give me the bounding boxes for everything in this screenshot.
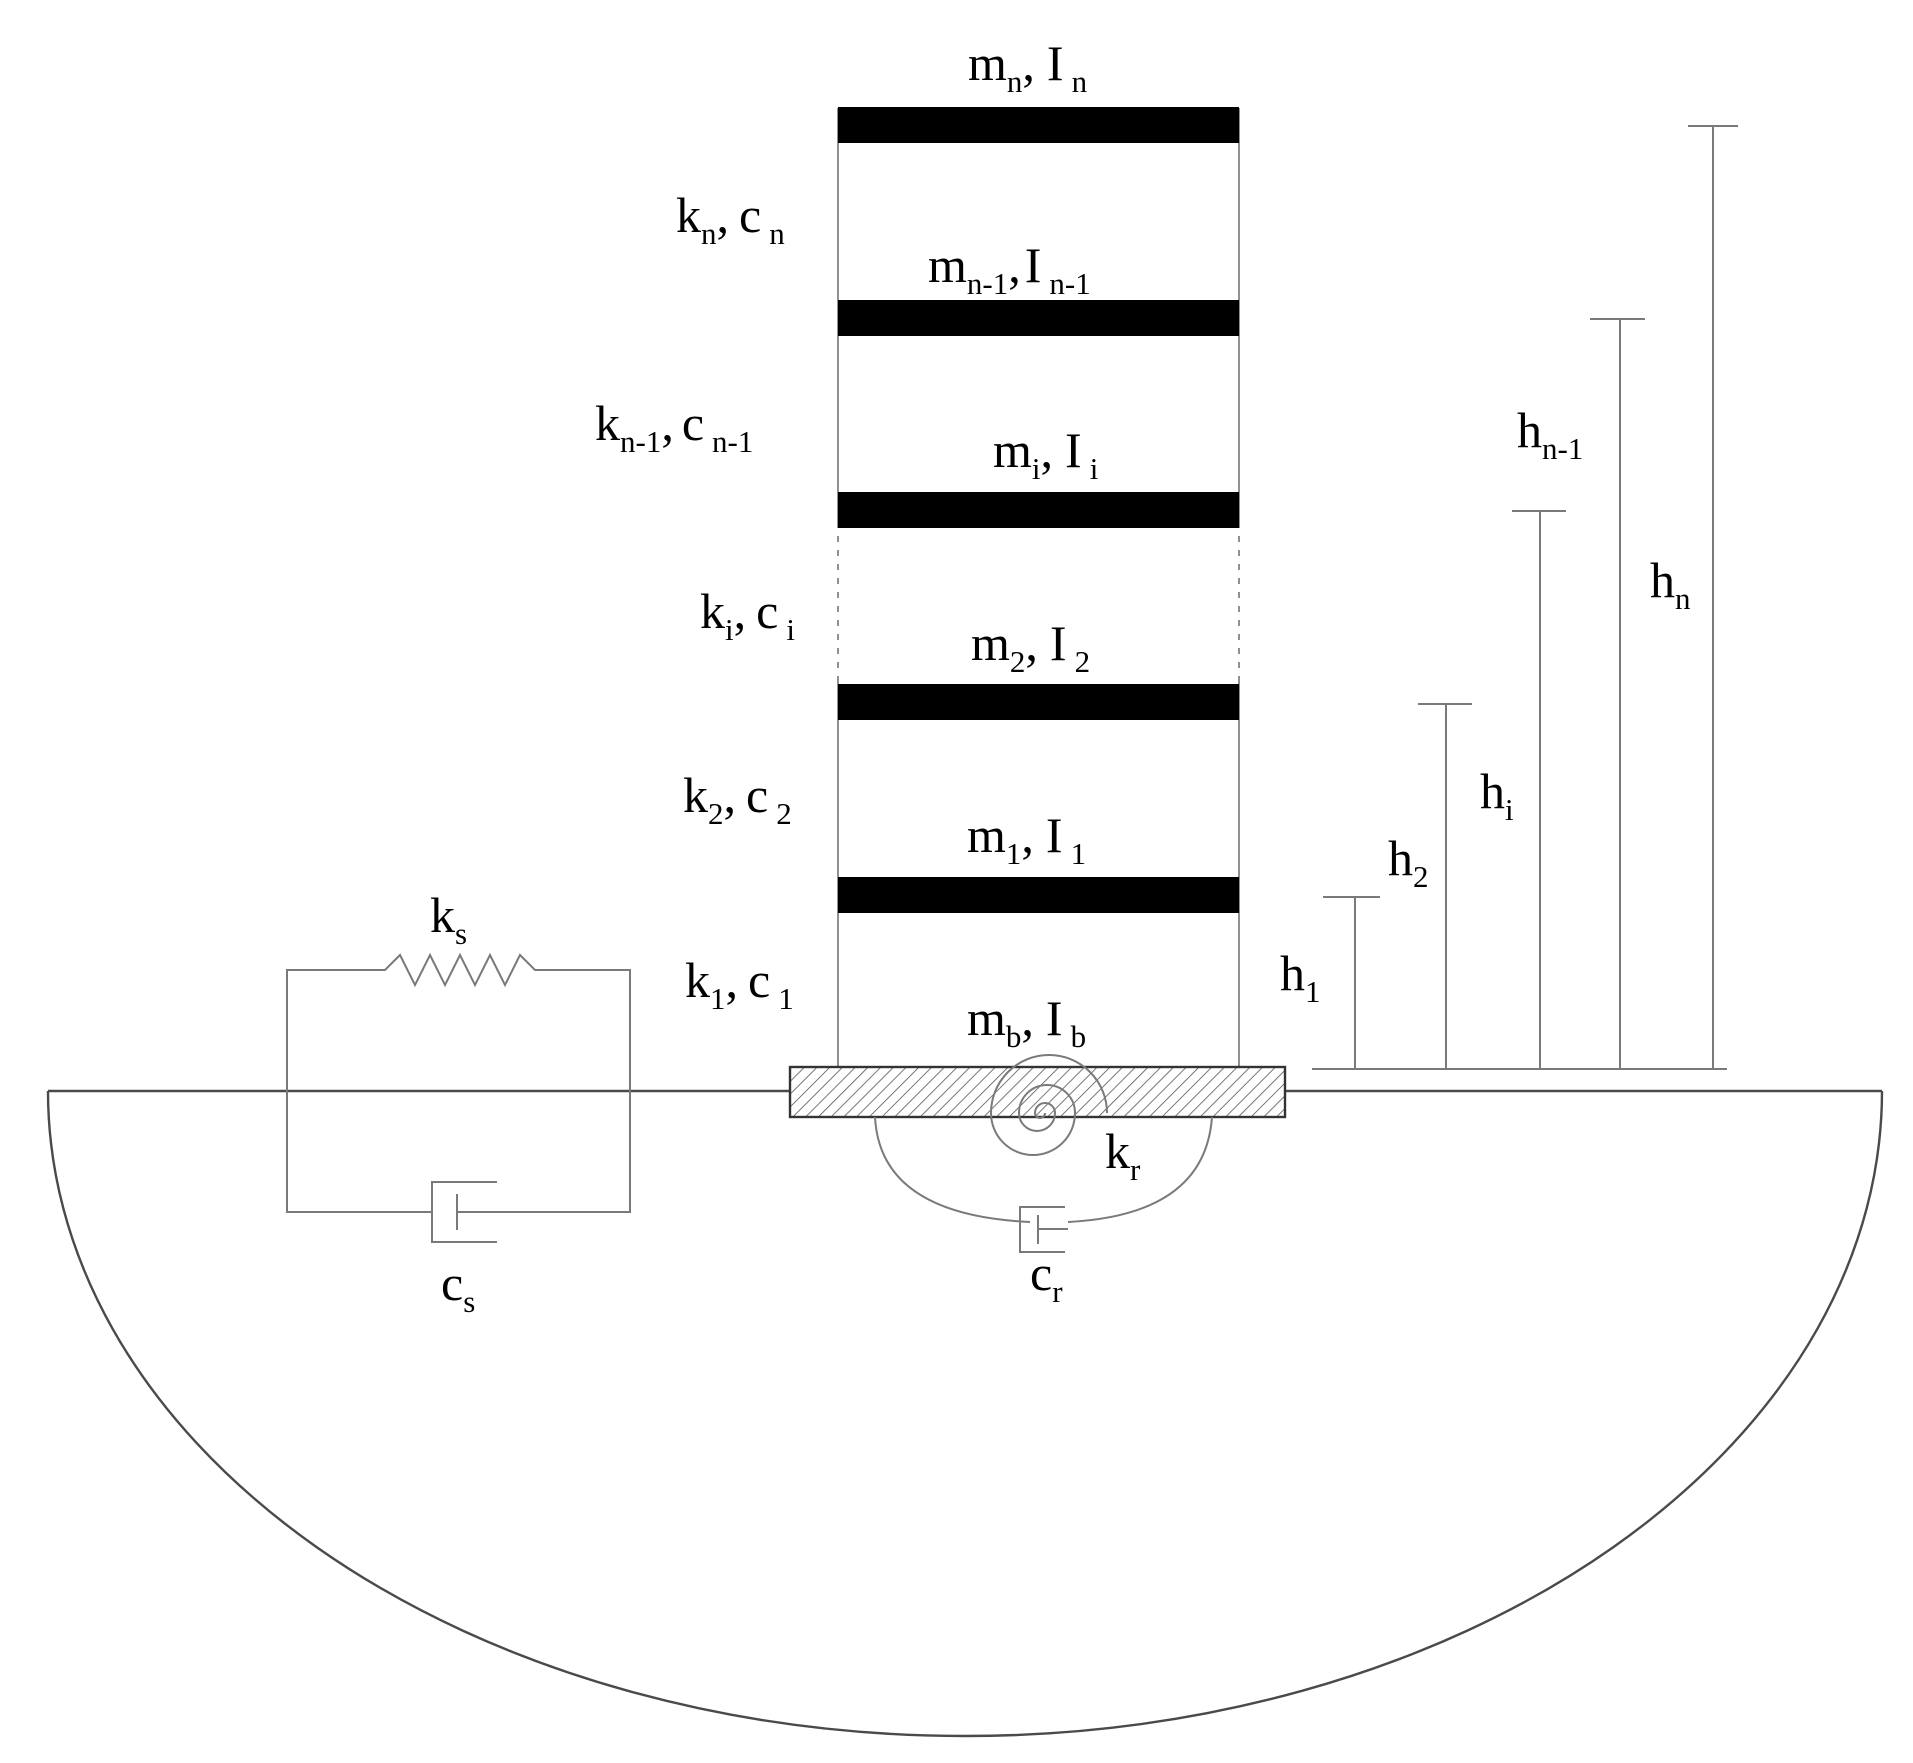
soil-half-space	[46, 1089, 1884, 1738]
height-label-1: h1	[1280, 945, 1321, 1009]
height-dimensions	[1312, 125, 1738, 1070]
height-bar-2	[1418, 703, 1472, 1069]
foundation-mat	[788, 1065, 1287, 1119]
floor-slab-n-1	[838, 300, 1239, 336]
dashpot-link-right	[457, 1091, 631, 1213]
height-label-i: hi	[1480, 763, 1514, 827]
spring-label-ks: ks	[430, 887, 467, 951]
rotational-dashpot-arc-left	[874, 1116, 1031, 1223]
rotational-spring-spiral	[989, 1054, 1108, 1156]
dashpot-label-cr: cr	[1030, 1245, 1063, 1309]
height-label-n-1: hn-1	[1517, 402, 1583, 466]
rotational-dashpot	[1019, 1206, 1068, 1253]
floor-slab-1	[838, 877, 1239, 913]
horizontal-spring	[286, 952, 631, 1091]
soil-boundary-arc	[46, 1090, 1884, 1738]
height-label-n: hn	[1650, 552, 1691, 616]
horizontal-spring-dashpot-assembly	[286, 952, 631, 1243]
rotational-dashpot-arc-right	[1067, 1116, 1213, 1223]
height-bar-n-1	[1590, 318, 1645, 1069]
height-bar-n	[1688, 125, 1738, 1069]
height-bar-1	[1323, 896, 1380, 1069]
floor-slab-n	[838, 107, 1239, 143]
dashpot-link-left	[286, 1091, 432, 1213]
floor-slab-2	[838, 684, 1239, 720]
height-label-2: h2	[1388, 830, 1429, 894]
floor-slabs	[838, 107, 1239, 913]
floor-slab-i	[838, 492, 1239, 528]
height-bar-i	[1512, 510, 1566, 1069]
dashpot-label-cs: cs	[441, 1255, 475, 1319]
spring-label-kr: kr	[1105, 1123, 1141, 1187]
horizontal-dashpot-cylinder	[431, 1181, 497, 1243]
